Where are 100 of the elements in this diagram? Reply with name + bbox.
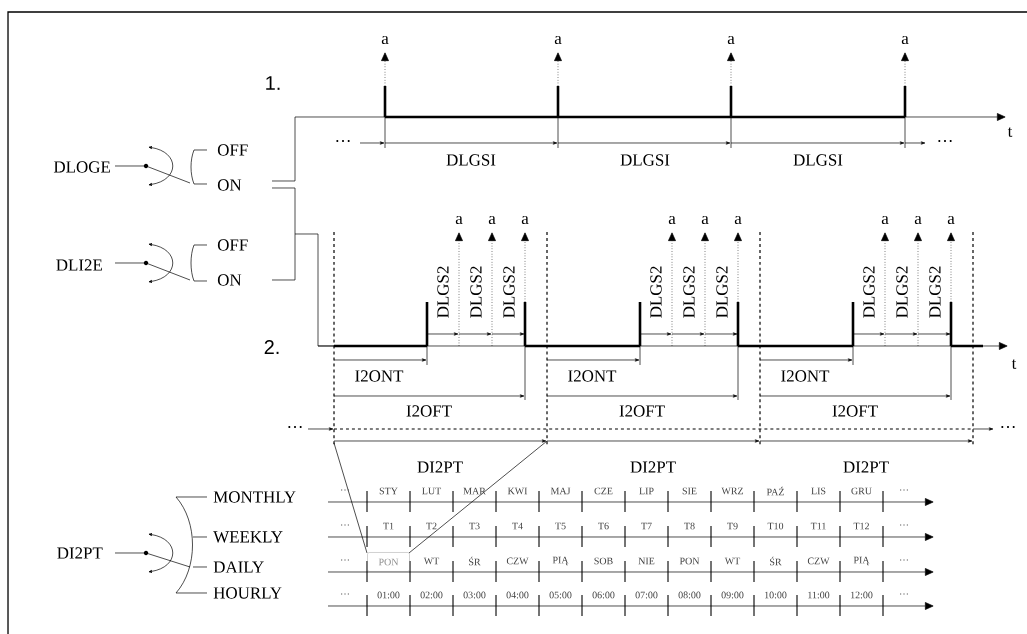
ellipsis: … (900, 489, 908, 491)
event-label: a (727, 35, 735, 45)
interval-label: DLGS2 (716, 266, 728, 318)
period-label: 08:00 (678, 591, 701, 599)
period-label: MAR (463, 487, 486, 495)
period-label: 09:00 (721, 591, 744, 599)
section-number: 2. (264, 340, 279, 354)
ellipsis: … (288, 426, 302, 428)
period-label: T1 (383, 522, 394, 530)
period-label: KWI (507, 487, 528, 495)
parameter-label: DLI2E (56, 259, 102, 271)
period-label: WRZ (721, 487, 744, 495)
period-label: SOB (594, 557, 613, 565)
period-label: T4 (512, 522, 523, 530)
period-label: T3 (469, 522, 480, 530)
switch-position-label: ON (217, 274, 242, 286)
section-number: 1. (266, 76, 280, 90)
event-label: a (381, 35, 389, 45)
interval-label: I2ONT (568, 370, 617, 382)
period-label: T7 (641, 522, 652, 530)
period-label: T8 (684, 522, 695, 530)
event-label: a (914, 215, 922, 225)
interval-label: DLGS2 (863, 266, 875, 318)
ellipsis: … (341, 559, 349, 561)
period-label: 01:00 (377, 591, 400, 599)
period-label: 05:00 (549, 591, 572, 599)
interval-label: DLGSI (620, 154, 670, 166)
ellipsis: … (900, 593, 908, 595)
event-label: a (488, 215, 496, 225)
ellipsis: … (900, 524, 908, 526)
event-label: a (668, 215, 676, 225)
interval-label: I2OFT (406, 405, 452, 417)
period-label: 07:00 (635, 591, 658, 599)
interval-label: DI2PT (630, 461, 676, 473)
ellipsis: … (336, 140, 350, 142)
period-label: LIP (639, 487, 654, 495)
period-label: 04:00 (506, 591, 529, 599)
period-label: WT (724, 557, 741, 565)
interval-label: I2ONT (781, 370, 830, 382)
event-label: a (901, 35, 909, 45)
event-label: a (521, 215, 529, 225)
event-label: a (881, 215, 889, 225)
period-label: LIS (811, 487, 826, 495)
interval-label: DLGS2 (650, 266, 662, 318)
event-label: a (455, 215, 463, 225)
period-label: 02:00 (420, 591, 443, 599)
interval-label: DLGS2 (503, 266, 515, 318)
period-label: SIE (682, 487, 697, 495)
period-label: T5 (555, 522, 566, 530)
period-label: LUT (422, 487, 441, 495)
interval-label: DI2PT (843, 461, 889, 473)
parameter-label: DLOGE (53, 161, 110, 173)
interval-label: DLGS2 (896, 266, 908, 318)
switch-position-label: OFF (217, 144, 248, 156)
period-label: PON (679, 557, 700, 565)
period-label: T10 (767, 522, 784, 530)
interval-label: DLGS2 (929, 266, 941, 318)
period-label: ŚR (770, 556, 782, 566)
interval-label: DLGSI (793, 154, 843, 166)
parameter-label: DI2PT (57, 547, 103, 559)
axis-label: t (1007, 127, 1013, 137)
period-label: 06:00 (592, 591, 615, 599)
ellipsis: … (341, 489, 349, 491)
switch-position-label: MONTHLY (213, 491, 296, 503)
period-label: T6 (598, 522, 609, 530)
switch-position-label: DAILY (213, 561, 264, 573)
axis-label: t (1011, 359, 1017, 369)
interval-label: I2ONT (355, 370, 404, 382)
period-label: CZE (594, 487, 613, 495)
period-label: 12:00 (851, 591, 873, 599)
period-label: MAJ (550, 487, 571, 495)
period-label: CZW (506, 557, 529, 565)
period-label: T9 (727, 522, 738, 530)
period-label: PAŹ (766, 486, 784, 496)
period-label: CZW (807, 557, 830, 565)
ellipsis: … (341, 593, 349, 595)
interval-label: DLGSI (446, 154, 496, 166)
period-label: PIĄ (853, 556, 870, 566)
interval-label: DI2PT (417, 461, 463, 473)
period-label: T12 (853, 522, 869, 530)
interval-label: DLGS2 (683, 266, 695, 318)
ellipsis: … (341, 524, 349, 526)
period-label: 03:00 (463, 591, 486, 599)
period-label: ŚR (469, 556, 481, 566)
interval-label: I2OFT (619, 405, 665, 417)
period-label: 11:00 (808, 591, 830, 599)
switch-position-label: WEEKLY (213, 531, 283, 543)
period-label: NIE (638, 557, 655, 565)
ellipsis: … (1001, 426, 1015, 428)
ellipsis: … (900, 559, 908, 561)
ellipsis: … (938, 140, 952, 142)
event-label: a (947, 215, 955, 225)
highlight-box: PON (367, 552, 410, 572)
period-label: GRU (851, 487, 872, 495)
event-label: a (734, 215, 742, 225)
event-label: a (554, 35, 562, 45)
switch-position-label: HOURLY (213, 587, 282, 599)
period-label: STY (379, 487, 398, 495)
period-label: T2 (426, 522, 437, 530)
period-label: T11 (810, 522, 826, 530)
